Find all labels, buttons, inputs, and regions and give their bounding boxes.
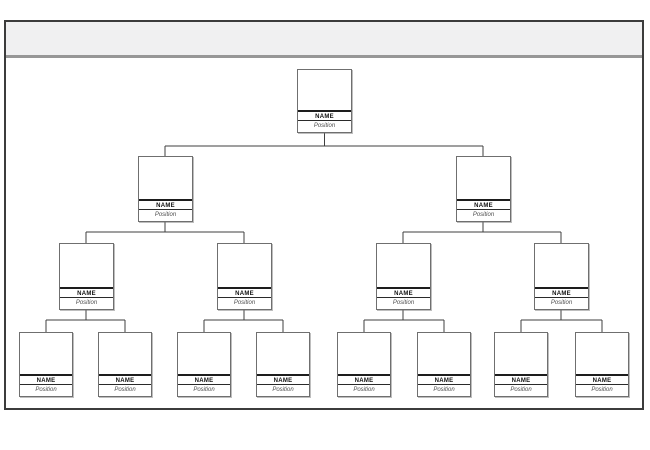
node-photo-area [139,157,192,199]
node-position: Position [591,387,613,393]
org-node-l2-2[interactable]: NAME Position [456,156,511,222]
node-name: NAME [99,374,151,385]
node-name: NAME [298,110,351,121]
org-node-l4-8[interactable]: NAME Position [575,332,629,397]
org-node-l3-1[interactable]: NAME Position [59,243,114,310]
node-name: NAME [377,287,430,298]
org-node-l4-2[interactable]: NAME Position [98,332,152,397]
org-node-l4-7[interactable]: NAME Position [494,332,548,397]
org-node-l4-1[interactable]: NAME Position [19,332,73,397]
node-photo-area [535,244,588,287]
node-photo-area [418,333,470,374]
node-photo-area [495,333,547,374]
node-position: Position [550,300,573,306]
node-position: Position [272,387,294,393]
node-name: NAME [60,287,113,298]
node-position: Position [392,300,415,306]
node-photo-area [20,333,72,374]
node-position: Position [193,387,215,393]
node-photo-area [377,244,430,287]
node-name: NAME [20,374,72,385]
node-name: NAME [576,374,628,385]
node-photo-area [576,333,628,374]
org-node-l4-5[interactable]: NAME Position [337,332,391,397]
node-position: Position [154,212,177,218]
org-node-l3-3[interactable]: NAME Position [376,243,431,310]
node-position: Position [35,387,57,393]
node-name: NAME [457,199,510,210]
node-name: NAME [535,287,588,298]
node-photo-area [298,70,351,110]
node-position: Position [472,212,495,218]
org-node-l4-3[interactable]: NAME Position [177,332,231,397]
node-position: Position [353,387,375,393]
org-node-l3-4[interactable]: NAME Position [534,243,589,310]
node-position: Position [433,387,455,393]
node-name: NAME [338,374,390,385]
node-position: Position [75,300,98,306]
node-name: NAME [178,374,230,385]
node-photo-area [457,157,510,199]
node-name: NAME [139,199,192,210]
node-photo-area [257,333,309,374]
node-name: NAME [495,374,547,385]
node-photo-area [99,333,151,374]
node-position: Position [313,123,336,129]
node-photo-area [60,244,113,287]
org-node-l4-4[interactable]: NAME Position [256,332,310,397]
node-name: NAME [218,287,271,298]
node-position: Position [233,300,256,306]
node-name: NAME [418,374,470,385]
sheet-header-band [6,22,642,58]
org-node-l3-2[interactable]: NAME Position [217,243,272,310]
node-photo-area [338,333,390,374]
node-photo-area [178,333,230,374]
org-node-root[interactable]: NAME Position [297,69,352,133]
node-name: NAME [257,374,309,385]
node-position: Position [114,387,136,393]
org-node-l2-1[interactable]: NAME Position [138,156,193,222]
node-photo-area [218,244,271,287]
org-node-l4-6[interactable]: NAME Position [417,332,471,397]
node-position: Position [510,387,532,393]
